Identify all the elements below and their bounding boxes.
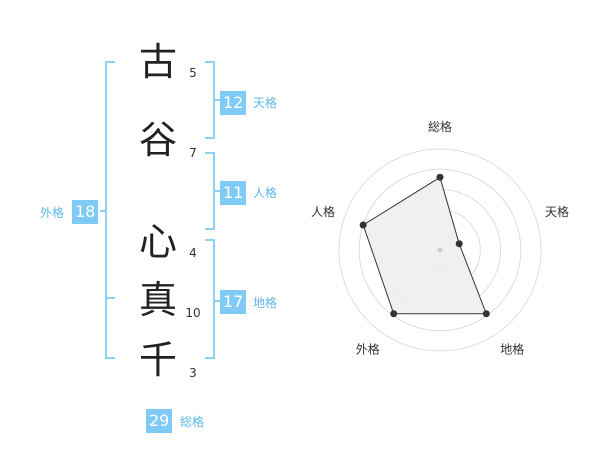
chikaku-bracket-tick	[215, 300, 220, 302]
gaikaku-score-label: 外格	[40, 206, 65, 220]
jinkaku-score-label: 人格	[253, 186, 278, 200]
radar-axis-label-1: 総格	[428, 119, 452, 134]
gaikaku-score-badge: 18	[72, 200, 99, 224]
radar-data-polygon	[362, 176, 488, 315]
radar-center-dot	[437, 247, 443, 253]
tenkaku-score-label: 天格	[253, 96, 278, 110]
name-char-1: 古	[138, 40, 177, 84]
radar-point-2	[455, 240, 463, 248]
soukaku-score-label: 総格	[180, 415, 205, 429]
chikaku-score-badge: 17	[220, 290, 247, 314]
name-char-2: 谷	[138, 118, 177, 162]
chikaku-score-label: 地格	[253, 296, 278, 310]
radar-axis-label-2: 天格	[545, 204, 569, 219]
name-char-5: 千	[138, 338, 177, 382]
radar-axis-label-4: 外格	[356, 342, 380, 357]
stroke-count-5: 3	[189, 366, 197, 380]
chikaku-bracket	[205, 239, 215, 359]
stroke-count-1: 5	[189, 66, 197, 80]
radar-point-3	[482, 310, 490, 318]
jinkaku-score-badge: 11	[220, 181, 247, 205]
radar-grid-ring-5	[338, 148, 542, 352]
stroke-count-4: 10	[185, 306, 201, 320]
tenkaku-bracket	[205, 61, 215, 139]
radar-grid-ring-4	[358, 168, 522, 332]
jinkaku-bracket	[205, 152, 215, 230]
name-char-3: 心	[138, 220, 177, 264]
radar-point-5	[359, 221, 367, 229]
radar-point-1	[436, 173, 444, 181]
radar-point-4	[390, 310, 398, 318]
name-char-4: 真	[138, 278, 177, 322]
soukaku-score-badge: 29	[146, 409, 173, 433]
tenkaku-score-badge: 12	[220, 91, 247, 115]
jinkaku-bracket-tick	[215, 190, 220, 192]
radar-axis-label-3: 地格	[500, 342, 524, 357]
tenkaku-bracket-tick	[215, 99, 220, 101]
radar-axis-label-5: 人格	[311, 204, 335, 219]
stroke-count-2: 7	[189, 146, 197, 160]
gaikaku-bracket-lower	[105, 297, 115, 359]
gaikaku-bracket-tick	[100, 210, 106, 212]
stroke-count-3: 4	[189, 246, 197, 260]
